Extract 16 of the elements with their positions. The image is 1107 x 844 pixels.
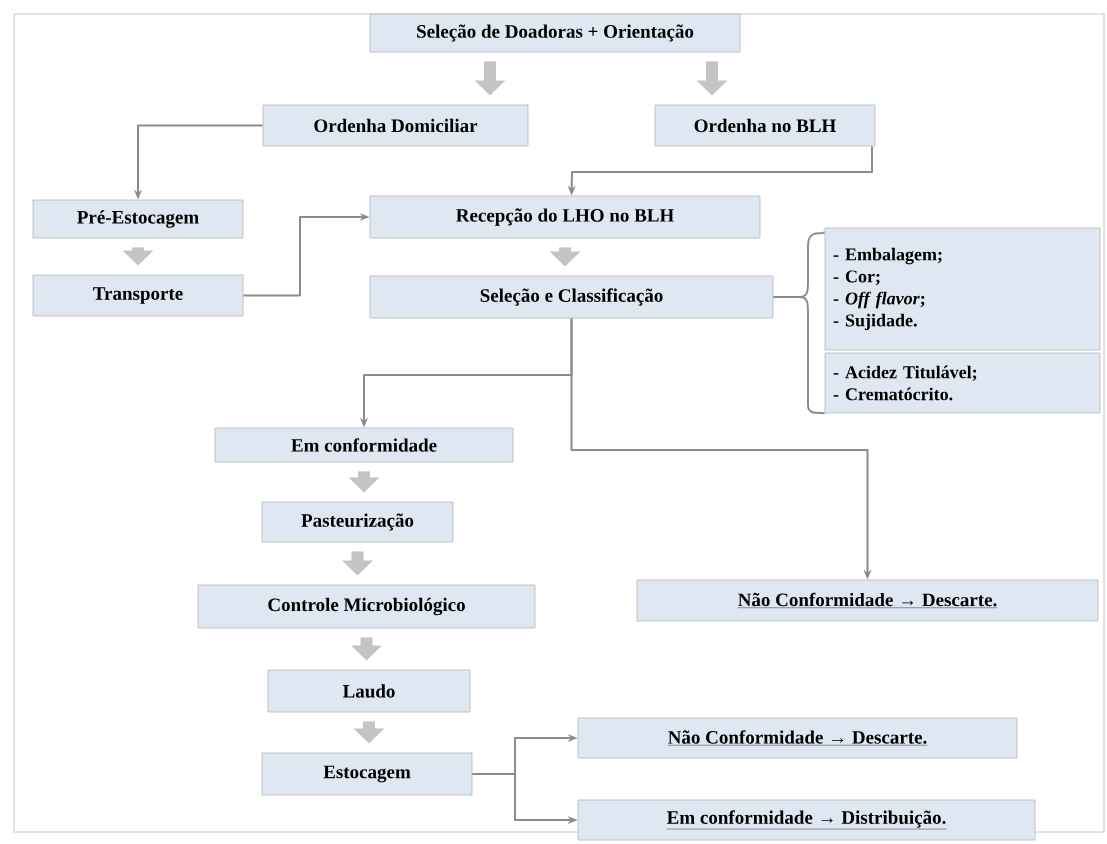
process-box: Estocagem <box>261 752 473 796</box>
process-box: Transporte <box>32 274 244 317</box>
process-box: Seleção e Classificação <box>369 275 774 319</box>
process-box: Em conformidade <box>214 427 514 463</box>
process-box: Ordenha no BLH <box>654 104 876 147</box>
process-box: Pré-Estocagem <box>32 199 244 239</box>
criteria-box: - Acidez Titulável; - Crematócrito. <box>824 352 1101 414</box>
process-box: Laudo <box>267 669 471 713</box>
process-box: Controle Microbiológico <box>197 584 536 629</box>
process-box: Recepção do LHO no BLH <box>369 195 761 239</box>
result-box: Não Conformidade → Descarte. <box>577 717 1018 759</box>
process-box: Seleção de Doadoras + Orientação <box>369 13 741 53</box>
result-box: Não Conformidade → Descarte. <box>636 579 1099 622</box>
process-box: Pasteurização <box>261 501 454 543</box>
result-box: Em conformidade → Distribuição. <box>577 799 1036 841</box>
process-box: Ordenha Domiciliar <box>262 104 529 147</box>
